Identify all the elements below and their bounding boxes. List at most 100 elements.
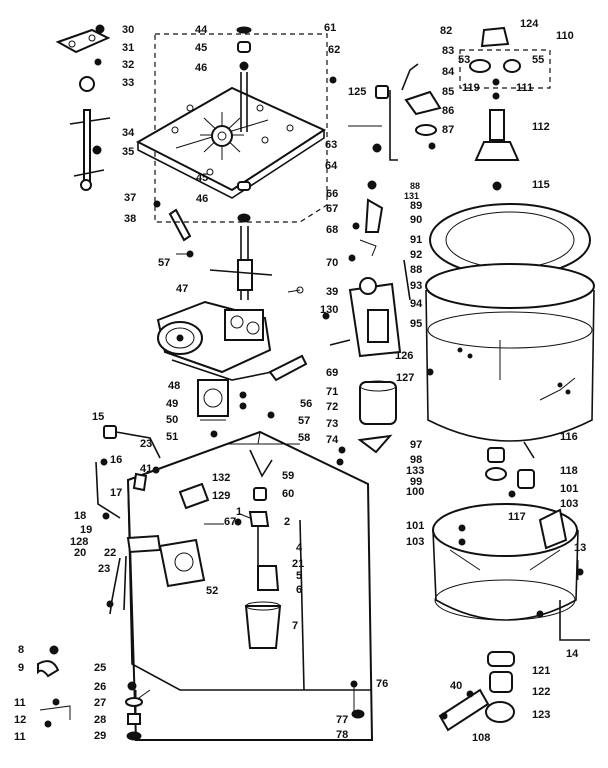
callout-123: 123 (532, 709, 551, 721)
callout-101: 101 (560, 483, 579, 495)
callout-88-lower: 88 (410, 264, 423, 276)
callout-119: 119 (462, 82, 480, 94)
callout-85: 85 (442, 86, 455, 98)
callout-73: 73 (326, 418, 339, 430)
callout-55: 55 (532, 54, 545, 66)
callout-26: 26 (94, 681, 107, 693)
callout-21: 21 (292, 558, 305, 570)
callout-95: 95 (410, 318, 423, 330)
callout-122: 122 (532, 686, 551, 698)
callout-57-lower: 57 (298, 415, 311, 427)
callout-48: 48 (168, 380, 181, 392)
callout-126: 126 (395, 350, 414, 362)
callout-32: 32 (122, 59, 135, 71)
callout-1: 1 (236, 506, 243, 518)
transmission-icon (156, 226, 308, 438)
callout-46: 46 (195, 62, 208, 74)
seal-parts-icon (485, 441, 535, 498)
callout-33: 33 (122, 77, 135, 89)
callout-31: 31 (122, 42, 135, 54)
callout-83: 83 (442, 45, 455, 57)
callout-15: 15 (92, 411, 105, 423)
callout-132: 132 (212, 472, 231, 484)
callout-130: 130 (320, 304, 339, 316)
callout-133: 133 (406, 465, 425, 477)
callout-129: 129 (212, 490, 231, 502)
callout-20: 20 (74, 547, 87, 559)
callout-76: 76 (376, 678, 389, 690)
callout-12: 12 (14, 714, 27, 726)
callout-11-lower: 11 (14, 731, 26, 743)
callout-45-lower: 45 (196, 172, 209, 184)
callout-56: 56 (300, 398, 313, 410)
callout-23: 23 (140, 438, 153, 450)
callout-90: 90 (410, 214, 423, 226)
callout-46-lower: 46 (196, 193, 209, 205)
callout-117: 117 (508, 511, 526, 523)
callout-8: 8 (18, 644, 25, 656)
callout-9: 9 (18, 662, 25, 674)
callout-115: 115 (532, 179, 550, 191)
callout-44: 44 (195, 24, 208, 36)
callout-30: 30 (122, 24, 135, 36)
callout-35: 35 (122, 146, 135, 158)
callout-27: 27 (94, 697, 107, 709)
callout-40: 40 (450, 680, 463, 692)
callout-121: 121 (532, 665, 551, 677)
callout-93: 93 (410, 280, 423, 292)
mounting-plate-icon (135, 26, 337, 223)
callout-67-lower: 67 (224, 516, 237, 528)
callout-14: 14 (566, 648, 579, 660)
cabinet-icon (126, 430, 374, 741)
callout-41: 41 (140, 463, 153, 475)
callout-103-left: 103 (406, 536, 425, 548)
callout-11: 11 (14, 697, 26, 709)
callout-111: 111 (516, 82, 534, 94)
callout-92: 92 (410, 249, 423, 261)
callout-91: 91 (410, 234, 423, 246)
callout-124: 124 (520, 18, 539, 30)
callout-97: 97 (410, 439, 423, 451)
callout-87: 87 (442, 124, 455, 136)
callout-19: 19 (80, 524, 93, 536)
switch-parts-icon (287, 125, 411, 466)
callout-63: 63 (325, 139, 338, 151)
callout-25: 25 (94, 662, 107, 674)
callout-86: 86 (442, 105, 455, 117)
callout-108: 108 (472, 732, 491, 744)
callout-82: 82 (440, 25, 453, 37)
callout-103: 103 (560, 498, 579, 510)
agitator-icon (375, 26, 551, 191)
hose-assembly-icon (95, 425, 206, 615)
callout-29: 29 (94, 730, 107, 742)
callout-5: 5 (296, 570, 303, 582)
callout-131: 131 (404, 191, 420, 201)
callout-118: 118 (560, 465, 578, 477)
callout-6: 6 (296, 584, 303, 596)
callout-4: 4 (296, 542, 303, 554)
callout-23-lower: 23 (98, 563, 111, 575)
callout-78: 78 (336, 729, 349, 741)
callout-128: 128 (70, 536, 89, 548)
callout-49: 49 (166, 398, 179, 410)
callout-50: 50 (166, 414, 179, 426)
callout-110: 110 (556, 30, 574, 42)
inner-basket-icon (432, 503, 590, 641)
callout-71: 71 (326, 386, 339, 398)
callout-62: 62 (328, 44, 341, 56)
callout-60: 60 (282, 488, 295, 500)
callout-13: 13 (574, 542, 587, 554)
callout-66: 66 (326, 188, 339, 200)
outer-tub-icon (425, 203, 595, 442)
callout-100: 100 (406, 486, 425, 498)
callout-18: 18 (74, 510, 87, 522)
hinge-pin-icon (153, 200, 194, 258)
callout-98: 98 (410, 454, 423, 466)
callout-72: 72 (326, 401, 339, 413)
callout-94: 94 (410, 298, 423, 310)
callout-77: 77 (336, 714, 349, 726)
callout-2: 2 (284, 516, 291, 528)
callout-58: 58 (298, 432, 311, 444)
callout-84: 84 (442, 66, 455, 78)
